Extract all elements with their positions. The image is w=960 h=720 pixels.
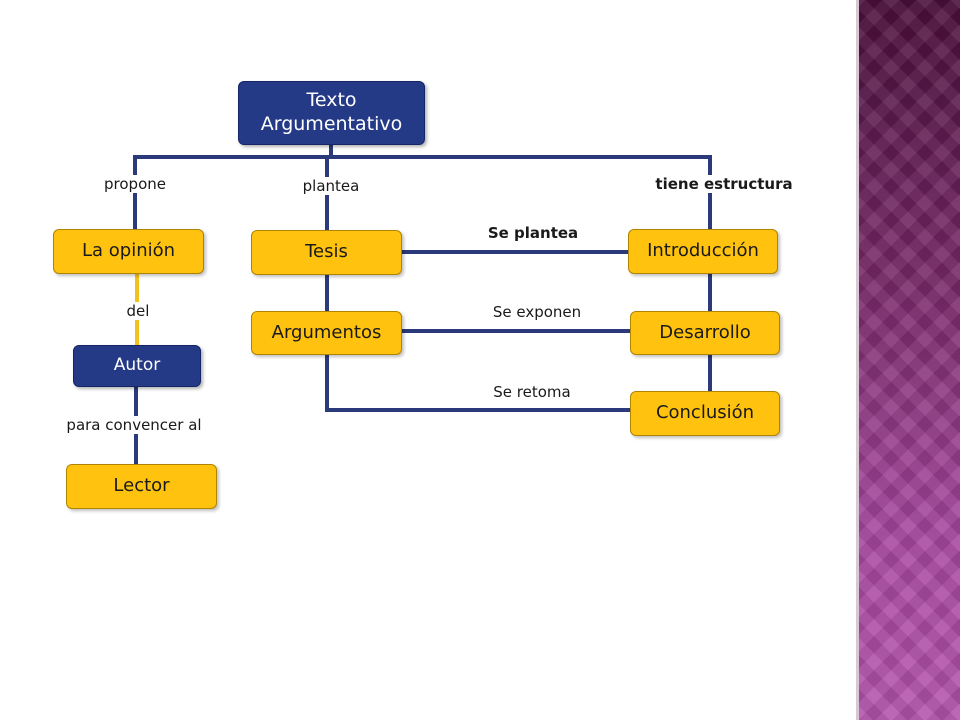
node-conclusion: Conclusión — [630, 391, 780, 436]
edge-label-del: del — [123, 302, 153, 320]
node-introduccion-label: Introducción — [647, 240, 759, 262]
node-argumentos: Argumentos — [251, 311, 402, 355]
node-introduccion: Introducción — [628, 229, 778, 274]
node-tesis-label: Tesis — [305, 241, 348, 263]
node-autor: Autor — [73, 345, 201, 387]
node-lector-label: Lector — [113, 475, 170, 497]
node-tesis: Tesis — [251, 230, 402, 275]
node-lector: Lector — [66, 464, 217, 509]
node-la-opinion: La opinión — [53, 229, 204, 274]
node-texto-argumentativo-label: Texto Argumentativo — [260, 89, 403, 135]
edge-label-tiene-estructura: tiene estructura — [652, 175, 796, 193]
node-desarrollo: Desarrollo — [630, 311, 780, 355]
node-argumentos-label: Argumentos — [271, 321, 382, 343]
side-band-edge — [856, 0, 859, 720]
node-desarrollo-label: Desarrollo — [659, 321, 751, 343]
edge-label-se-retoma: Se retoma — [493, 383, 571, 401]
node-autor-label: Autor — [113, 355, 161, 376]
edge-label-plantea: plantea — [299, 177, 363, 195]
node-conclusion-label: Conclusión — [655, 402, 755, 424]
edge-label-propone: propone — [101, 175, 169, 193]
edge-label-para-convencer: para convencer al — [63, 416, 205, 434]
edge-label-se-exponen: Se exponen — [492, 303, 582, 321]
decorative-side-band — [856, 0, 960, 720]
node-la-opinion-label: La opinión — [81, 240, 176, 262]
edge-label-se-plantea: Se plantea — [487, 224, 579, 242]
node-texto-argumentativo: Texto Argumentativo — [238, 81, 425, 145]
connector-argumentos-conclusion — [325, 352, 632, 412]
